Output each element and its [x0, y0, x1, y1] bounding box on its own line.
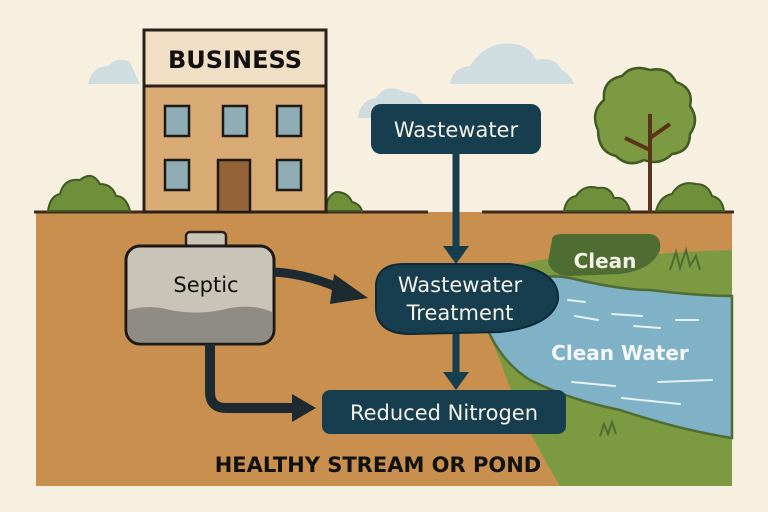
tree-icon — [593, 66, 697, 212]
clean-water-label: Clean Water — [551, 341, 689, 365]
caption: HEALTHY STREAM OR POND — [215, 453, 542, 477]
business-building — [142, 28, 328, 214]
grass-tuft-icon — [599, 418, 617, 437]
building-sign: BUSINESS — [168, 46, 302, 74]
reduced-nitrogen-node — [322, 390, 566, 434]
water-ripples-icon — [567, 299, 713, 405]
arrowhead-icon — [443, 246, 469, 264]
arrowhead-icon — [443, 372, 469, 390]
window-icon — [163, 104, 191, 138]
window-icon — [163, 158, 191, 192]
bush-icon — [562, 186, 632, 212]
bush-icon — [46, 174, 132, 212]
window-icon — [275, 158, 303, 192]
clean-badge — [548, 234, 661, 276]
grass-tuft-icon — [669, 246, 701, 272]
window-icon — [221, 104, 249, 138]
septic-tank — [124, 244, 276, 346]
cloud-icon — [88, 59, 140, 84]
wastewater-node — [371, 104, 541, 154]
septic-label: Septic — [173, 273, 238, 297]
clean-label: Clean — [574, 249, 637, 273]
arrowhead-icon — [292, 394, 316, 422]
wastewater-label: Wastewater — [394, 118, 519, 142]
bush-icon — [324, 190, 364, 212]
door-icon — [216, 158, 252, 214]
flow-arrow — [205, 344, 298, 413]
treatment-node — [375, 263, 560, 336]
reduced-nitrogen-label: Reduced Nitrogen — [350, 401, 538, 425]
window-icon — [275, 104, 303, 138]
arrowhead-icon — [330, 274, 368, 304]
bush-icon — [654, 182, 726, 212]
cloud-icon — [450, 43, 574, 84]
treatment-label-line2: Treatment — [406, 301, 514, 325]
treatment-label-line1: Wastewater — [398, 273, 523, 297]
